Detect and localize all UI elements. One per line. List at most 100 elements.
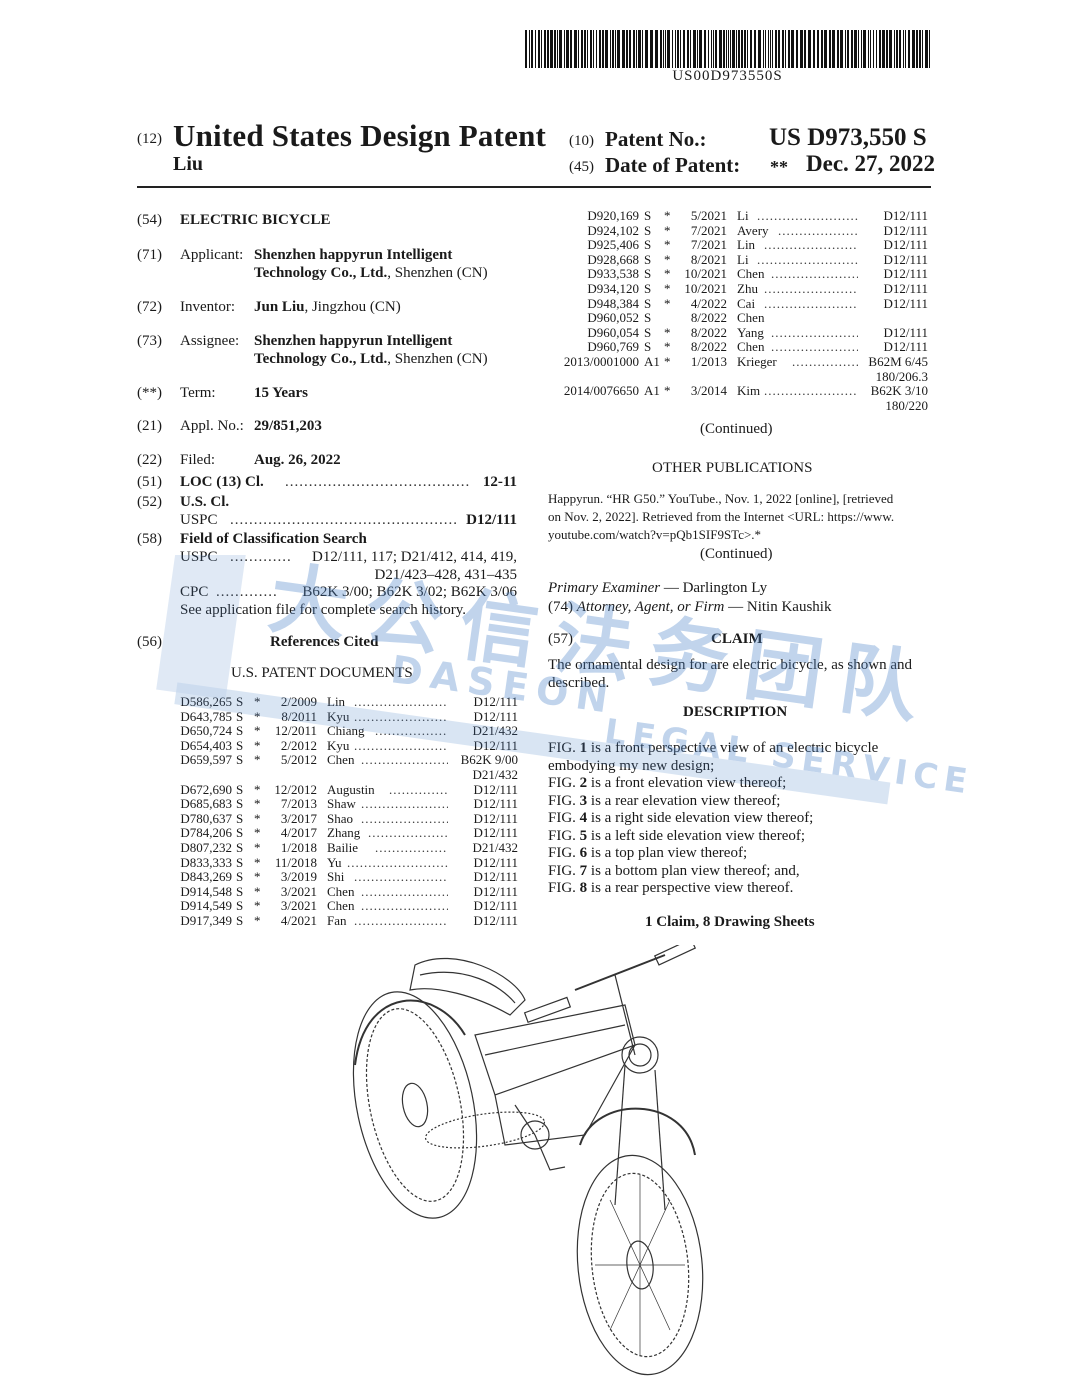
- barcode-bar: [899, 30, 901, 68]
- reference-name: Chen: [327, 883, 355, 899]
- figure-description-line: embodying my new design;: [548, 758, 928, 776]
- barcode-bar: [525, 30, 527, 68]
- reference-kind: A1: [644, 383, 660, 399]
- barcode-bar: [683, 30, 685, 68]
- reference-kind: S: [236, 781, 244, 797]
- reference-number: D934,120: [587, 281, 639, 296]
- reference-name: Yu: [327, 854, 342, 870]
- barcode-bar: [535, 30, 536, 68]
- date-of-patent: Dec. 27, 2022: [806, 151, 936, 176]
- reference-class: D12/111: [448, 738, 518, 754]
- reference-date: 4/2022: [690, 295, 727, 311]
- reference-number: D784,206: [180, 825, 232, 841]
- reference-date: 2/2009: [262, 694, 317, 710]
- cited-by-examiner-star: *: [254, 708, 261, 724]
- leader-dots: ........................................…: [389, 782, 448, 797]
- barcode-bar: [747, 30, 748, 68]
- reference-kind: S: [236, 723, 244, 739]
- loc-class-value: 12-11: [482, 474, 517, 490]
- barcode-bar: [626, 30, 628, 68]
- barcode-bar: [925, 30, 928, 68]
- reference-date: 7/2013: [280, 796, 317, 812]
- barcode-bar: [840, 30, 843, 68]
- barcode-bar: [744, 30, 746, 68]
- reference-class: D12/111: [883, 222, 928, 238]
- fcs-uspc-value: D12/111, 117; D21/412, 414, 419,: [312, 549, 517, 565]
- barcode-bar: [854, 30, 857, 68]
- reference-date: 3/2017: [280, 810, 317, 826]
- barcode-bar: [730, 30, 731, 68]
- barcode-bar: [879, 30, 881, 68]
- leader-dots: ........................................…: [361, 811, 448, 826]
- reference-kind: S: [236, 737, 244, 753]
- reference-date: 8/2021: [690, 251, 727, 267]
- cited-by-examiner-star: *: [664, 208, 671, 223]
- term-value: 15 Years: [254, 385, 309, 401]
- reference-number: D920,169: [587, 208, 639, 223]
- barcode-bar: [861, 30, 862, 68]
- barcode-bar: [863, 30, 866, 68]
- leader-dots: ........................................…: [375, 724, 448, 739]
- figure-description-line: FIG. 5 is a left side elevation view the…: [548, 827, 806, 844]
- cited-by-examiner-star: *: [664, 222, 671, 238]
- reference-class: B62K 9/00: [460, 752, 518, 768]
- barcode-bar: [602, 30, 604, 68]
- reference-date: 3/2019: [280, 869, 317, 885]
- barcode-bar: [788, 30, 790, 68]
- reference-class: 180/220: [885, 397, 928, 413]
- reference-kind: S: [236, 898, 244, 914]
- reference-date: 5/2012: [280, 752, 317, 768]
- cited-by-examiner-star: *: [664, 339, 671, 355]
- inid-code-58: (58): [137, 531, 162, 547]
- inid-code-45: (45): [569, 159, 594, 175]
- barcode-bar: [693, 30, 696, 68]
- reference-name: Augustin: [327, 781, 375, 797]
- barcode-bar: [858, 30, 859, 68]
- application-number-label: Appl. No.:: [180, 418, 244, 434]
- barcode-bar: [633, 30, 635, 68]
- description-heading: DESCRIPTION: [683, 704, 788, 720]
- barcode-bar: [804, 30, 806, 68]
- inid-code-73: (73): [137, 333, 162, 349]
- barcode-bar: [738, 30, 740, 68]
- leader-dots: ........................................…: [285, 474, 470, 490]
- reference-kind: S: [236, 825, 244, 841]
- inid-code-21: (21): [137, 418, 162, 434]
- reference-date: 3/2014: [690, 383, 727, 399]
- reference-class: D12/111: [883, 237, 928, 253]
- reference-date: 4/2021: [280, 913, 317, 928]
- reference-name: Shao: [327, 810, 353, 826]
- cited-by-examiner-star: *: [664, 237, 671, 253]
- barcode-bar: [596, 30, 597, 68]
- barcode-bar: [868, 30, 869, 68]
- reference-kind: S: [644, 237, 652, 253]
- uspc-label: USPC: [180, 512, 218, 528]
- inid-code-72: (72): [137, 299, 162, 315]
- reference-date: 3/2021: [280, 883, 317, 899]
- leader-dots: ........................................…: [771, 267, 858, 282]
- leader-dots: ........................................…: [354, 738, 448, 753]
- reference-kind: S: [236, 840, 244, 855]
- figure-descriptions: FIG. 1 is a front perspective view of an…: [548, 740, 928, 898]
- barcode-bar: [531, 30, 533, 68]
- reference-date: 8/2022: [690, 324, 727, 340]
- barcode-bar: [599, 30, 601, 68]
- reference-number: D925,406: [587, 237, 639, 253]
- cited-by-examiner-star: *: [664, 383, 671, 399]
- inventor-surname: Liu: [173, 153, 204, 175]
- cited-by-examiner-star: *: [254, 898, 261, 914]
- leader-dots: ........................................…: [764, 296, 858, 311]
- reference-name: Chen: [327, 752, 355, 768]
- barcode-bar: [584, 30, 586, 68]
- field-of-search-label: Field of Classification Search: [180, 531, 367, 547]
- filed-label: Filed:: [180, 452, 216, 468]
- barcode-bar: [817, 30, 819, 68]
- barcode-bar: [916, 30, 918, 68]
- reference-kind: S: [644, 208, 652, 223]
- barcode-bar: [663, 30, 664, 68]
- barcode-bar: [782, 30, 784, 68]
- barcode-bar: [750, 30, 752, 68]
- barcode-bar: [699, 30, 702, 68]
- reference-number: D917,349: [180, 913, 232, 928]
- reference-class: D12/111: [473, 694, 518, 709]
